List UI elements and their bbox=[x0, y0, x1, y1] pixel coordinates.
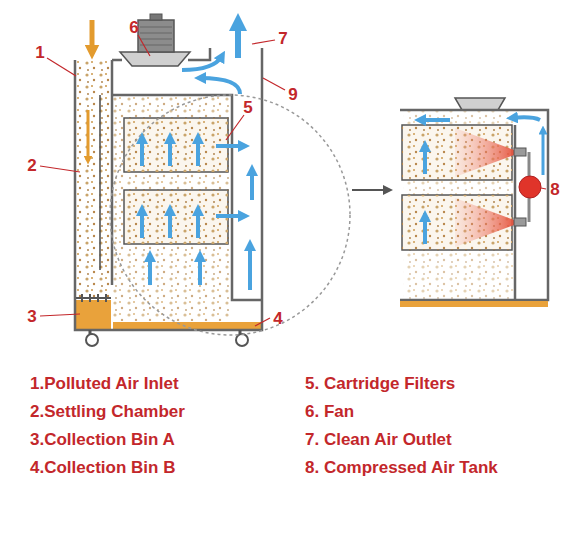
fan-housing bbox=[120, 52, 190, 66]
motor-fins bbox=[140, 27, 172, 45]
callout-number: 6 bbox=[129, 19, 138, 36]
motor-cap bbox=[150, 14, 162, 20]
leader-line bbox=[252, 40, 275, 44]
airflow-arrow bbox=[182, 56, 222, 70]
leader-line bbox=[263, 78, 285, 90]
callout-number: 4 bbox=[273, 310, 282, 327]
part-name: 1.Polluted Air Inlet bbox=[30, 374, 179, 394]
outlet-arrow bbox=[235, 22, 241, 58]
caster-wheel bbox=[236, 334, 248, 346]
baffle bbox=[99, 95, 101, 270]
duct-wall bbox=[112, 95, 262, 300]
callout-number: 9 bbox=[288, 86, 297, 103]
cartridge-filter bbox=[124, 118, 228, 172]
airflow-arrow bbox=[200, 78, 240, 94]
leader-line bbox=[40, 314, 80, 316]
callout-number: 5 bbox=[243, 99, 252, 116]
leader-line bbox=[40, 166, 80, 172]
detail-circle bbox=[110, 95, 350, 335]
part-name: 5. Cartridge Filters bbox=[305, 374, 455, 394]
airflow-arrow bbox=[168, 210, 172, 238]
callout-number: 2 bbox=[27, 157, 36, 174]
airflow-arrow bbox=[542, 130, 545, 175]
collection-bin bbox=[113, 322, 261, 329]
leader-line bbox=[541, 188, 546, 189]
dust-cloud bbox=[113, 96, 231, 321]
cabinet-wall bbox=[400, 110, 548, 300]
part-name: 6. Fan bbox=[305, 402, 354, 422]
part-name: 8. Compressed Air Tank bbox=[305, 458, 498, 478]
airflow-arrow bbox=[248, 245, 252, 290]
airflow-arrow bbox=[196, 138, 200, 166]
airflow-arrow bbox=[196, 210, 200, 238]
airflow-arrow bbox=[140, 138, 144, 166]
airflow-arrow bbox=[168, 138, 172, 166]
airflow-arrow bbox=[512, 117, 540, 120]
airflow-arrow bbox=[198, 256, 202, 285]
airflow-arrow bbox=[148, 256, 152, 285]
nozzle bbox=[514, 218, 526, 226]
callout-number: 8 bbox=[550, 181, 559, 198]
part-name: 3.Collection Bin A bbox=[30, 430, 175, 450]
callout-number: 7 bbox=[278, 30, 287, 47]
airflow-arrow bbox=[420, 118, 450, 122]
leader-line bbox=[138, 35, 150, 56]
caster-bracket bbox=[90, 330, 240, 334]
nozzle bbox=[514, 148, 526, 156]
collection-bin bbox=[76, 300, 111, 329]
callout-number: 3 bbox=[27, 308, 36, 325]
part-name: 7. Clean Air Outlet bbox=[305, 430, 452, 450]
airflow-arrow bbox=[423, 216, 427, 244]
leader-line bbox=[47, 58, 76, 76]
compressed-air-tank bbox=[519, 176, 541, 198]
cartridge-filter bbox=[124, 190, 228, 244]
airflow-arrow bbox=[140, 210, 144, 238]
grate bbox=[76, 294, 111, 302]
leader-line bbox=[226, 115, 244, 140]
airflow-arrow bbox=[216, 214, 244, 218]
collection-bin bbox=[400, 301, 548, 307]
air-pulse bbox=[455, 128, 514, 177]
airflow-arrow bbox=[423, 146, 427, 174]
cabinet-wall bbox=[75, 48, 262, 330]
motor bbox=[138, 20, 174, 52]
clean-air-arrows bbox=[142, 22, 252, 290]
air-pulse bbox=[455, 198, 514, 247]
filter-dust bbox=[124, 118, 228, 172]
dust-stream bbox=[76, 61, 111, 298]
part-name: 2.Settling Chamber bbox=[30, 402, 185, 422]
clean-air-arrows bbox=[420, 117, 543, 244]
detail-pointer bbox=[352, 189, 388, 191]
polluted-air-arrow bbox=[87, 110, 90, 160]
polluted-air-arrow bbox=[90, 20, 95, 52]
dust-cloud bbox=[403, 111, 513, 299]
part-name: 4.Collection Bin B bbox=[30, 458, 175, 478]
leader-line bbox=[255, 318, 270, 326]
airflow-arrow bbox=[250, 170, 254, 200]
filter-dust bbox=[124, 190, 228, 244]
callout-number: 1 bbox=[35, 44, 44, 61]
fan-housing bbox=[455, 98, 505, 110]
airflow-arrow bbox=[216, 144, 244, 148]
caster-wheel bbox=[86, 334, 98, 346]
leader-lines bbox=[40, 35, 546, 326]
